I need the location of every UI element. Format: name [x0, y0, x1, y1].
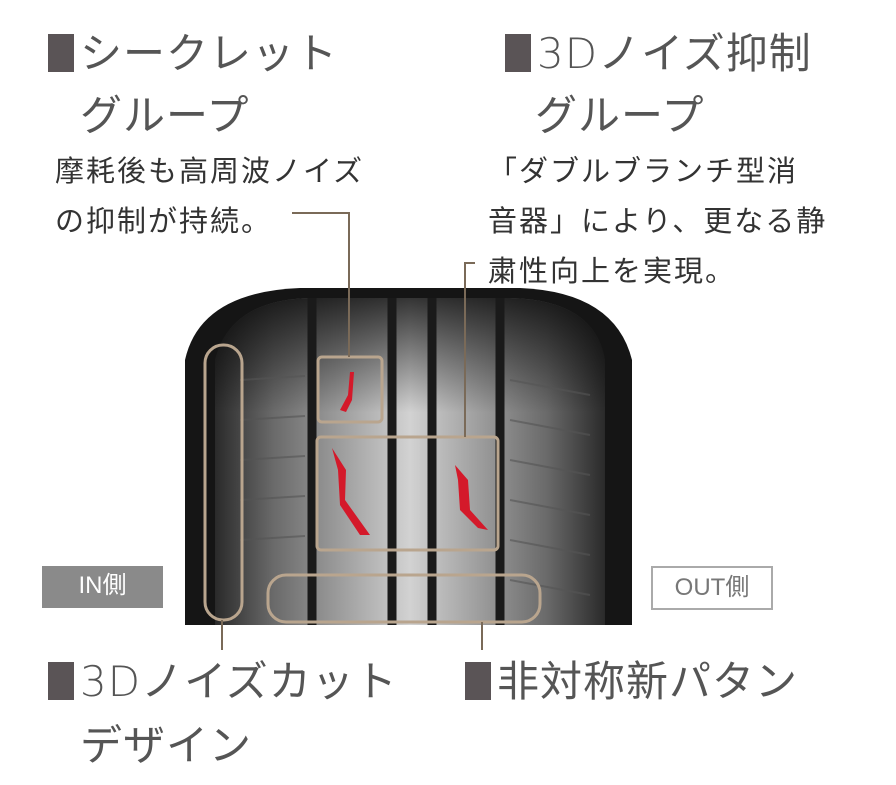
secret-groove-title: シークレット: [48, 20, 338, 81]
noise-suppress-desc-3: 粛性向上を実現。: [488, 254, 737, 288]
noise-suppress-desc-2: 音器」により、更なる静: [488, 204, 828, 238]
callout-noise-suppress: [315, 435, 500, 552]
asymmetric-pattern-title: 非対称新パタン: [465, 648, 798, 709]
in-side-tag: IN側: [42, 566, 163, 608]
secret-groove-title-2: グループ: [80, 91, 250, 140]
red-groove-highlights: [332, 372, 488, 535]
secret-groove-desc-2: の抑制が持続。: [55, 204, 273, 238]
secret-groove-desc-1: 摩耗後も高周波ノイズ: [55, 154, 365, 188]
callout-frames: [203, 343, 542, 624]
bullet-square-icon: [465, 662, 491, 700]
bullet-square-icon: [505, 34, 531, 72]
callout-sidewall: [203, 343, 244, 622]
bullet-square-icon: [48, 662, 74, 700]
noise-suppress-desc-1: 「ダブルブランチ型消: [488, 154, 799, 188]
noise-cut-title: 3Dノイズカット: [48, 648, 398, 709]
noise-suppress-title: 3Dノイズ抑制: [505, 20, 812, 81]
tread-sipes: [239, 375, 591, 596]
leader-lines: [221, 212, 483, 650]
bullet-square-icon: [48, 34, 74, 72]
tread-grooves: [307, 298, 505, 625]
callout-asymmetric: [266, 573, 542, 624]
out-side-tag: OUT側: [651, 566, 773, 610]
noise-cut-title-2: デザイン: [80, 721, 253, 770]
noise-suppress-title-2: グループ: [535, 91, 705, 140]
